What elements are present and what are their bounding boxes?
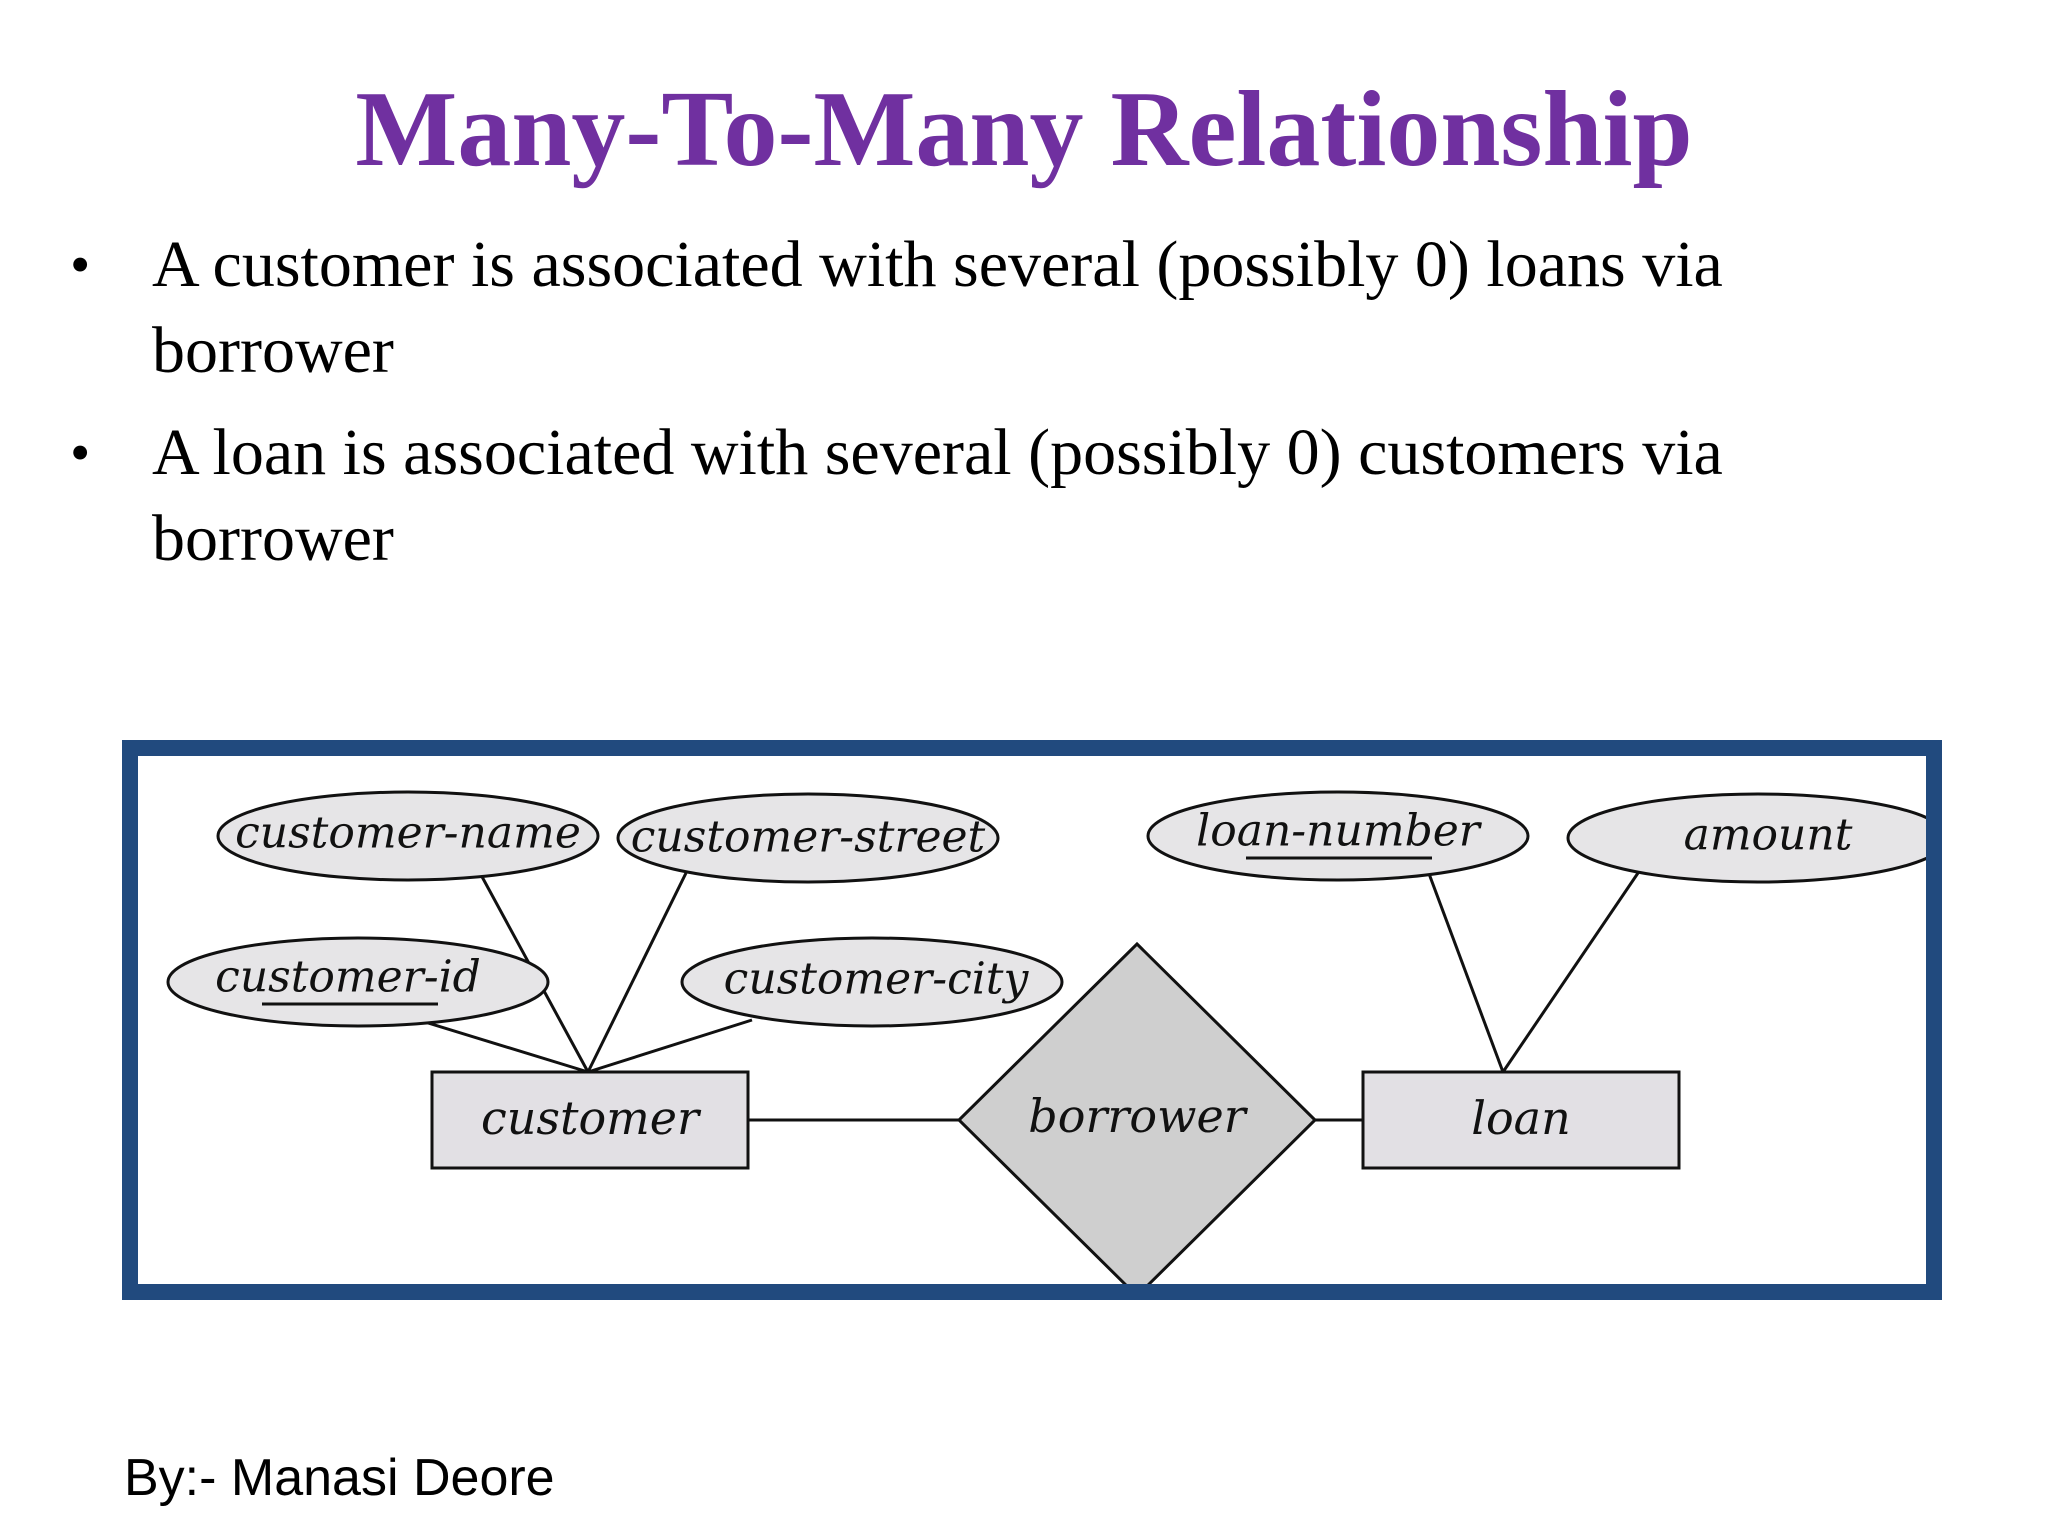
bullet-list: • A customer is associated with several … bbox=[70, 222, 1970, 598]
er-diagram-frame: customer-name customer-street customer-i… bbox=[122, 740, 1942, 1300]
attribute-loan-number: loan-number bbox=[1146, 790, 1530, 882]
er-diagram: customer-name customer-street customer-i… bbox=[166, 790, 1926, 1284]
bullet-icon: • bbox=[70, 420, 91, 485]
svg-text:customer-name: customer-name bbox=[235, 808, 581, 859]
line-amount-to-loan bbox=[1501, 872, 1640, 1073]
line-loannumber-to-loan bbox=[1426, 870, 1505, 1073]
attribute-customer-name: customer-name bbox=[216, 790, 600, 882]
entity-loan: loan bbox=[1361, 1070, 1681, 1170]
bullet-item: • A loan is associated with several (pos… bbox=[70, 410, 1970, 582]
line-city-to-customer bbox=[587, 1018, 753, 1074]
line-id-to-customer bbox=[401, 1013, 589, 1074]
entity-customer: customer bbox=[430, 1070, 750, 1170]
attribute-customer-city: customer-city bbox=[680, 936, 1064, 1028]
svg-text:customer: customer bbox=[481, 1091, 702, 1145]
attribute-customer-street: customer-street bbox=[616, 792, 1000, 884]
slide-title: Many-To-Many Relationship bbox=[355, 70, 1693, 189]
attribute-amount: amount bbox=[1566, 792, 1926, 884]
author-credit: By:- Manasi Deore bbox=[124, 1449, 555, 1507]
svg-text:amount: amount bbox=[1684, 810, 1853, 861]
svg-text:loan: loan bbox=[1471, 1091, 1570, 1145]
svg-text:customer-city: customer-city bbox=[724, 954, 1030, 1005]
attribute-customer-id: customer-id bbox=[166, 936, 550, 1028]
svg-text:borrower: borrower bbox=[1028, 1089, 1248, 1143]
svg-text:customer-id: customer-id bbox=[215, 952, 481, 1003]
svg-text:loan-number: loan-number bbox=[1196, 806, 1483, 857]
bullet-text: A customer is associated with several (p… bbox=[152, 228, 1723, 387]
svg-text:customer-street: customer-street bbox=[631, 812, 986, 863]
line-street-to-customer bbox=[586, 872, 688, 1073]
bullet-icon: • bbox=[70, 232, 91, 297]
bullet-item: • A customer is associated with several … bbox=[70, 222, 1970, 394]
relationship-borrower: borrower bbox=[956, 941, 1318, 1284]
bullet-text: A loan is associated with several (possi… bbox=[152, 416, 1723, 575]
